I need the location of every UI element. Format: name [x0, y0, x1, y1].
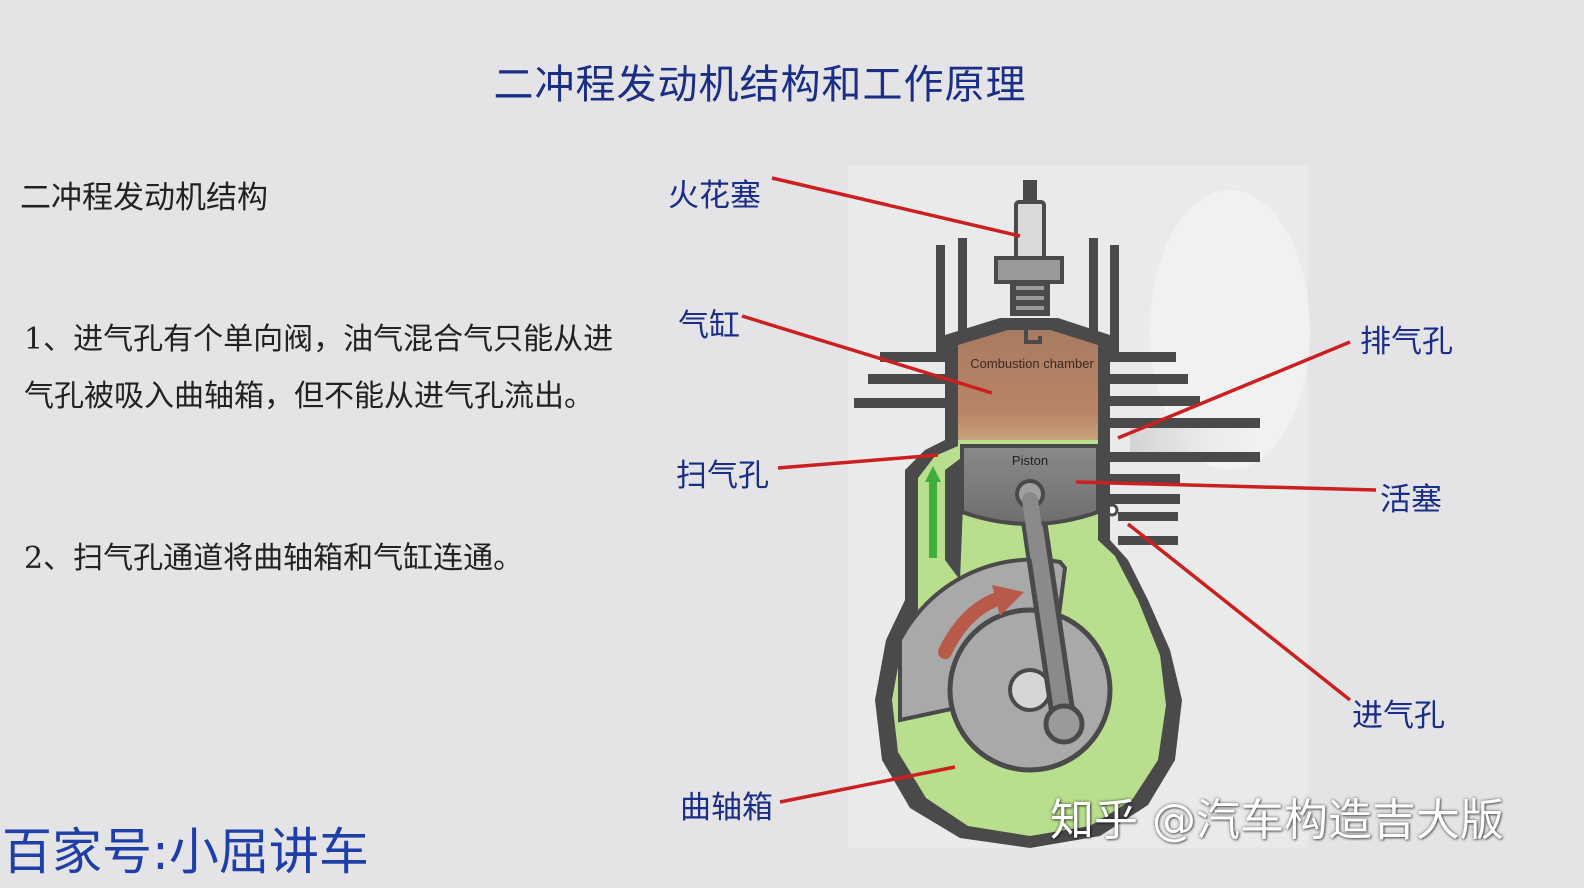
- label-spark-plug: 火花塞: [668, 178, 761, 214]
- page-title: 二冲程发动机结构和工作原理: [493, 62, 1027, 108]
- scavenge-flow-arrow: [925, 466, 941, 482]
- paragraph-scavenge-channel: 2、扫气孔通道将曲轴箱和气缸连通。: [24, 541, 524, 576]
- leader-crankcase: [779, 765, 956, 804]
- spark-plug-icon: [994, 180, 1064, 344]
- combustion-chamber: [958, 330, 1098, 440]
- watermark: 知乎 @汽车构造吉大版: [1050, 795, 1504, 846]
- paragraph-intake-valve: 1、进气孔有个单向阀，油气混合气只能从进气孔被吸入曲轴箱，但不能从进气孔流出。: [24, 322, 614, 414]
- exhaust-pipes: [1110, 418, 1270, 504]
- leader-spark-plug: [771, 176, 1021, 238]
- leader-exhaust-port: [1117, 340, 1351, 440]
- rotation-arrow: [938, 591, 1007, 659]
- piston-label: Piston: [1012, 453, 1048, 468]
- label-scavenge-port: 扫气孔: [676, 458, 769, 494]
- label-intake-port: 进气孔: [1352, 698, 1445, 734]
- leader-intake-port: [1126, 522, 1352, 702]
- crank-pin: [1043, 703, 1085, 745]
- label-exhaust-port: 排气孔: [1360, 324, 1453, 360]
- leader-piston: [1075, 480, 1377, 492]
- brand-label: 百家号:小屈讲车: [2, 823, 369, 881]
- scavenge-flow-indicator: [929, 478, 937, 558]
- label-cylinder: 气缸: [678, 308, 740, 344]
- cooling-fins: [854, 238, 1200, 408]
- leader-cylinder: [741, 314, 993, 395]
- label-crankcase: 曲轴箱: [680, 790, 773, 826]
- leader-scavenge-port: [777, 453, 939, 470]
- rotation-arrow-head: [992, 585, 1024, 616]
- combustion-chamber-label: Combustion chamber: [970, 356, 1094, 371]
- label-piston: 活塞: [1380, 482, 1442, 518]
- leader-lines: [741, 176, 1377, 804]
- section-subtitle: 二冲程发动机结构: [20, 180, 268, 216]
